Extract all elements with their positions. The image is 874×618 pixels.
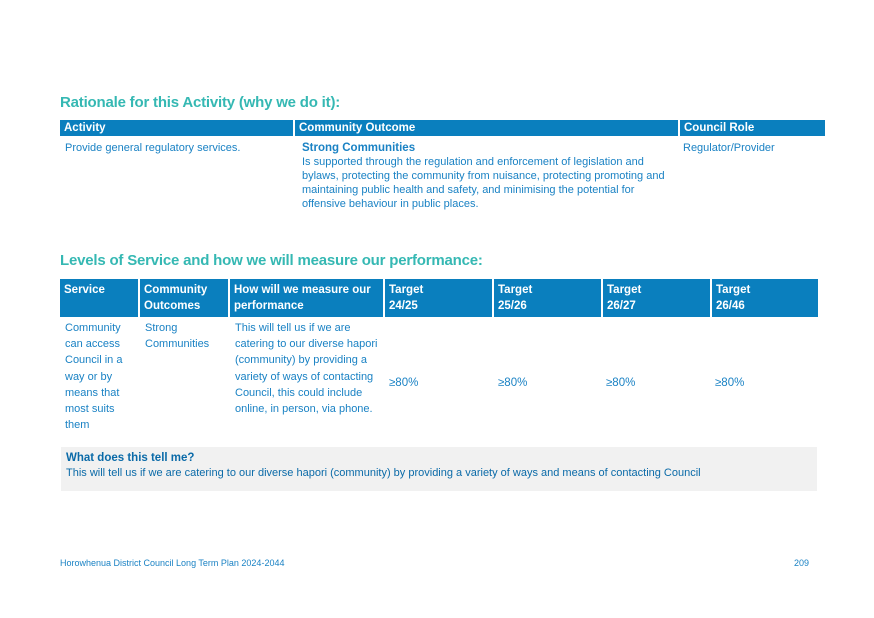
col-target-2526-line2: 25/26: [498, 300, 527, 312]
col-target-2526-line1: Target: [498, 284, 533, 296]
col-community-outcomes-line2: Outcomes: [144, 300, 201, 312]
col-target-2627: Target 26/27: [603, 279, 710, 317]
outcome-text: Is supported through the regulation and …: [302, 156, 665, 210]
footer-document-title: Horowhenua District Council Long Term Pl…: [60, 558, 285, 568]
service-cell: Community can access Council in a way or…: [65, 322, 123, 432]
target-2526-cell: ≥80%: [498, 377, 528, 389]
col-target-2627-line1: Target: [607, 284, 642, 296]
activity-cell: Provide general regulatory services.: [65, 142, 241, 154]
col-target-2425-line1: Target: [389, 284, 424, 296]
col-measure-line2: performance: [234, 300, 304, 312]
col-target-2425: Target 24/25: [385, 279, 492, 317]
header-divider: [228, 279, 230, 317]
col-target-2646: Target 26/46: [712, 279, 818, 317]
col-activity: Activity: [60, 120, 293, 136]
rationale-table-header: Activity Community Outcome Council Role: [60, 120, 825, 136]
footer-page-number: 209: [794, 558, 810, 568]
header-divider: [492, 279, 494, 317]
levels-heading: Levels of Service and how we will measur…: [60, 252, 483, 269]
outcomes-cell: Strong Communities: [145, 322, 210, 351]
target-2646-cell: ≥80%: [715, 377, 745, 389]
col-target-2425-line2: 24/25: [389, 300, 418, 312]
council-role-cell: Regulator/Provider: [683, 142, 775, 154]
col-service: Service: [60, 279, 138, 317]
col-community-outcomes: Community Outcomes: [140, 279, 228, 317]
header-divider: [383, 279, 385, 317]
col-community-outcome: Community Outcome: [295, 120, 678, 136]
col-council-role: Council Role: [680, 120, 825, 136]
col-target-2646-line1: Target: [716, 284, 751, 296]
note-title: What does this tell me?: [66, 452, 195, 464]
target-2425-cell: ≥80%: [389, 377, 419, 389]
header-divider: [601, 279, 603, 317]
col-measure: How will we measure our performance: [230, 279, 383, 317]
col-measure-line1: How will we measure our: [234, 284, 371, 296]
col-target-2627-line2: 26/27: [607, 300, 636, 312]
header-divider: [710, 279, 712, 317]
what-does-this-tell-me-box: What does this tell me? This will tell u…: [61, 447, 817, 491]
measure-cell: This will tell us if we are catering to …: [235, 322, 378, 416]
header-divider: [138, 279, 140, 317]
col-service-line1: Service: [64, 284, 105, 296]
target-2627-cell: ≥80%: [606, 377, 636, 389]
col-community-outcomes-line1: Community: [144, 284, 208, 296]
levels-table-header: Service Community Outcomes How will we m…: [60, 279, 818, 317]
note-text: This will tell us if we are catering to …: [66, 467, 701, 479]
rationale-heading: Rationale for this Activity (why we do i…: [60, 94, 341, 111]
col-target-2526: Target 25/26: [494, 279, 601, 317]
outcome-title: Strong Communities: [302, 142, 416, 154]
col-target-2646-line2: 26/46: [716, 300, 745, 312]
